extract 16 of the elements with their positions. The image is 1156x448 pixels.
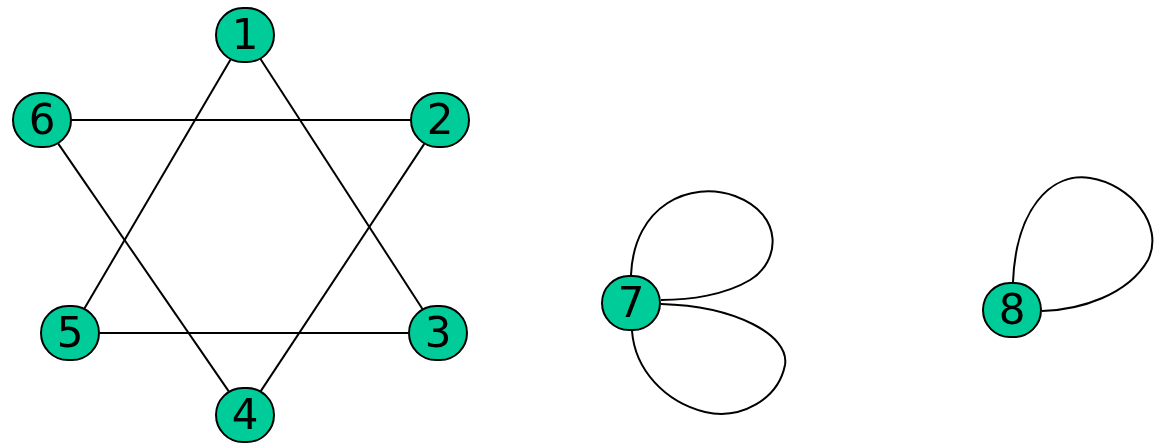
connector-line	[631, 303, 786, 415]
connector-line	[259, 142, 426, 393]
connector-line	[630, 190, 774, 301]
node-label: 7	[617, 282, 645, 324]
node-label: 2	[426, 99, 454, 141]
node-label: 1	[231, 14, 259, 56]
connector-line	[57, 142, 230, 393]
connector-line	[1012, 176, 1154, 312]
node-label: 5	[56, 312, 84, 354]
node-label: 4	[231, 394, 259, 436]
connector-line	[71, 119, 411, 121]
connector-line	[99, 332, 409, 334]
connector-line	[259, 57, 424, 311]
node-label: 6	[28, 99, 56, 141]
node-label: 3	[424, 312, 452, 354]
node-label: 8	[998, 289, 1026, 331]
